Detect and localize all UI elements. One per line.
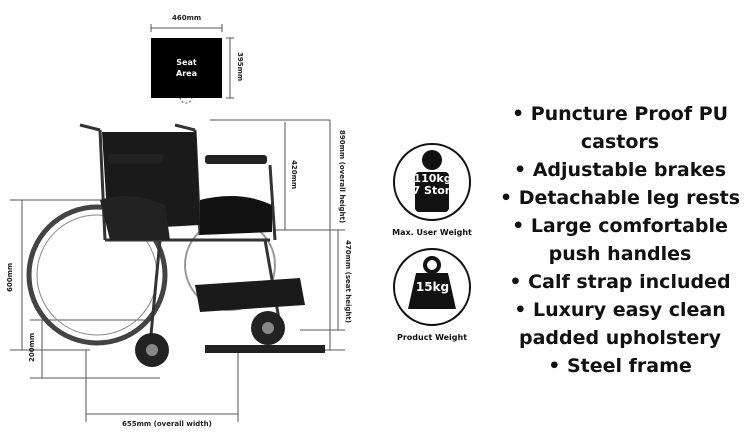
max-user-weight-value: 110kg 17 Stone	[390, 173, 475, 197]
feature-item: • Puncture Proof PU castors	[511, 103, 729, 153]
weight-icon	[393, 248, 471, 326]
feature-item: • Steel frame	[548, 355, 692, 377]
overall-width-label: 655mm (overall width)	[122, 420, 212, 428]
feature-item: • Calf strap included	[509, 271, 731, 293]
armrest-height-label: 600mm	[6, 262, 14, 292]
product-weight-value: 15kg	[415, 280, 450, 294]
feature-list: • Puncture Proof PU castors • Adjustable…	[490, 100, 750, 380]
seat-width-label: 460mm	[172, 14, 202, 22]
backrest-height-label: 420mm	[290, 160, 298, 190]
person-icon	[393, 143, 471, 221]
seat-area-label-2: Area	[176, 69, 197, 78]
product-weight-caption: Product Weight	[396, 333, 468, 342]
max-weight-kg: 110kg	[413, 172, 452, 185]
feature-item: • Adjustable brakes	[513, 159, 727, 181]
overall-height-label: 890mm (overall height)	[338, 130, 346, 224]
footrest-height-label: 200mm	[28, 332, 36, 362]
feature-item: • Luxury easy clean padded upholstery	[514, 299, 726, 349]
feature-item: • Detachable leg rests	[499, 187, 741, 209]
seat-height-label: 470mm (seat height)	[344, 240, 352, 323]
seat-area-label-1: Seat	[176, 58, 197, 67]
max-weight-stone: 17 Stone	[404, 184, 461, 197]
seat-area-diagram: Seat Area	[151, 38, 222, 98]
feature-item: • Large comfortable push handles	[512, 215, 728, 265]
max-user-weight-caption: Max. User Weight	[392, 228, 472, 237]
